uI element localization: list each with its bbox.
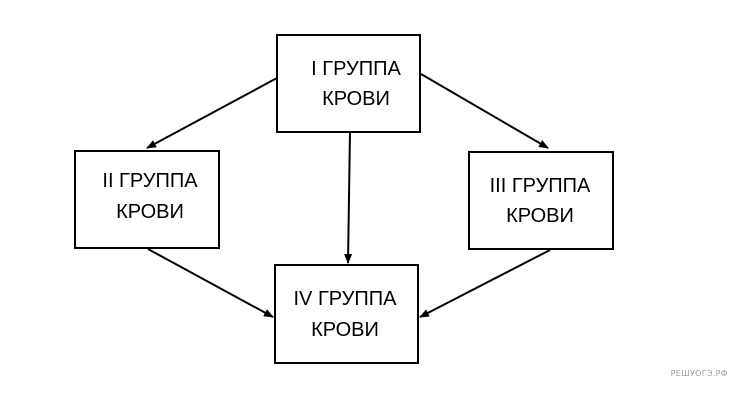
node-group3-box xyxy=(468,151,614,250)
edge-group2-to-group4 xyxy=(147,248,274,318)
node-group3-line2: КРОВИ xyxy=(506,205,574,227)
node-group1-line1: I ГРУППА xyxy=(311,58,401,80)
node-group2-box xyxy=(74,150,220,249)
edge-group1-to-group3 xyxy=(420,73,549,149)
node-group2: II ГРУППА КРОВИ xyxy=(74,150,220,249)
node-group4-line1: IV ГРУППА xyxy=(294,288,398,310)
node-group1-box xyxy=(276,34,421,133)
node-group3: III ГРУППА КРОВИ xyxy=(468,151,614,250)
node-group3-line1: III ГРУППА xyxy=(490,175,591,197)
node-group2-line2: КРОВИ xyxy=(116,201,184,223)
node-group4: IV ГРУППА КРОВИ xyxy=(274,264,419,364)
node-group4-line2: КРОВИ xyxy=(311,319,379,341)
edge-group1-to-group4 xyxy=(344,131,353,264)
node-group1-line2: КРОВИ xyxy=(322,88,390,110)
edge-group1-to-group2 xyxy=(146,77,278,149)
node-group4-box xyxy=(274,264,419,364)
node-group1: I ГРУППА КРОВИ xyxy=(276,34,421,133)
node-group2-line1: II ГРУППА xyxy=(102,170,198,192)
edge-group3-to-group4 xyxy=(419,249,551,318)
watermark: РЕШУОГЭ.РФ xyxy=(670,369,728,378)
